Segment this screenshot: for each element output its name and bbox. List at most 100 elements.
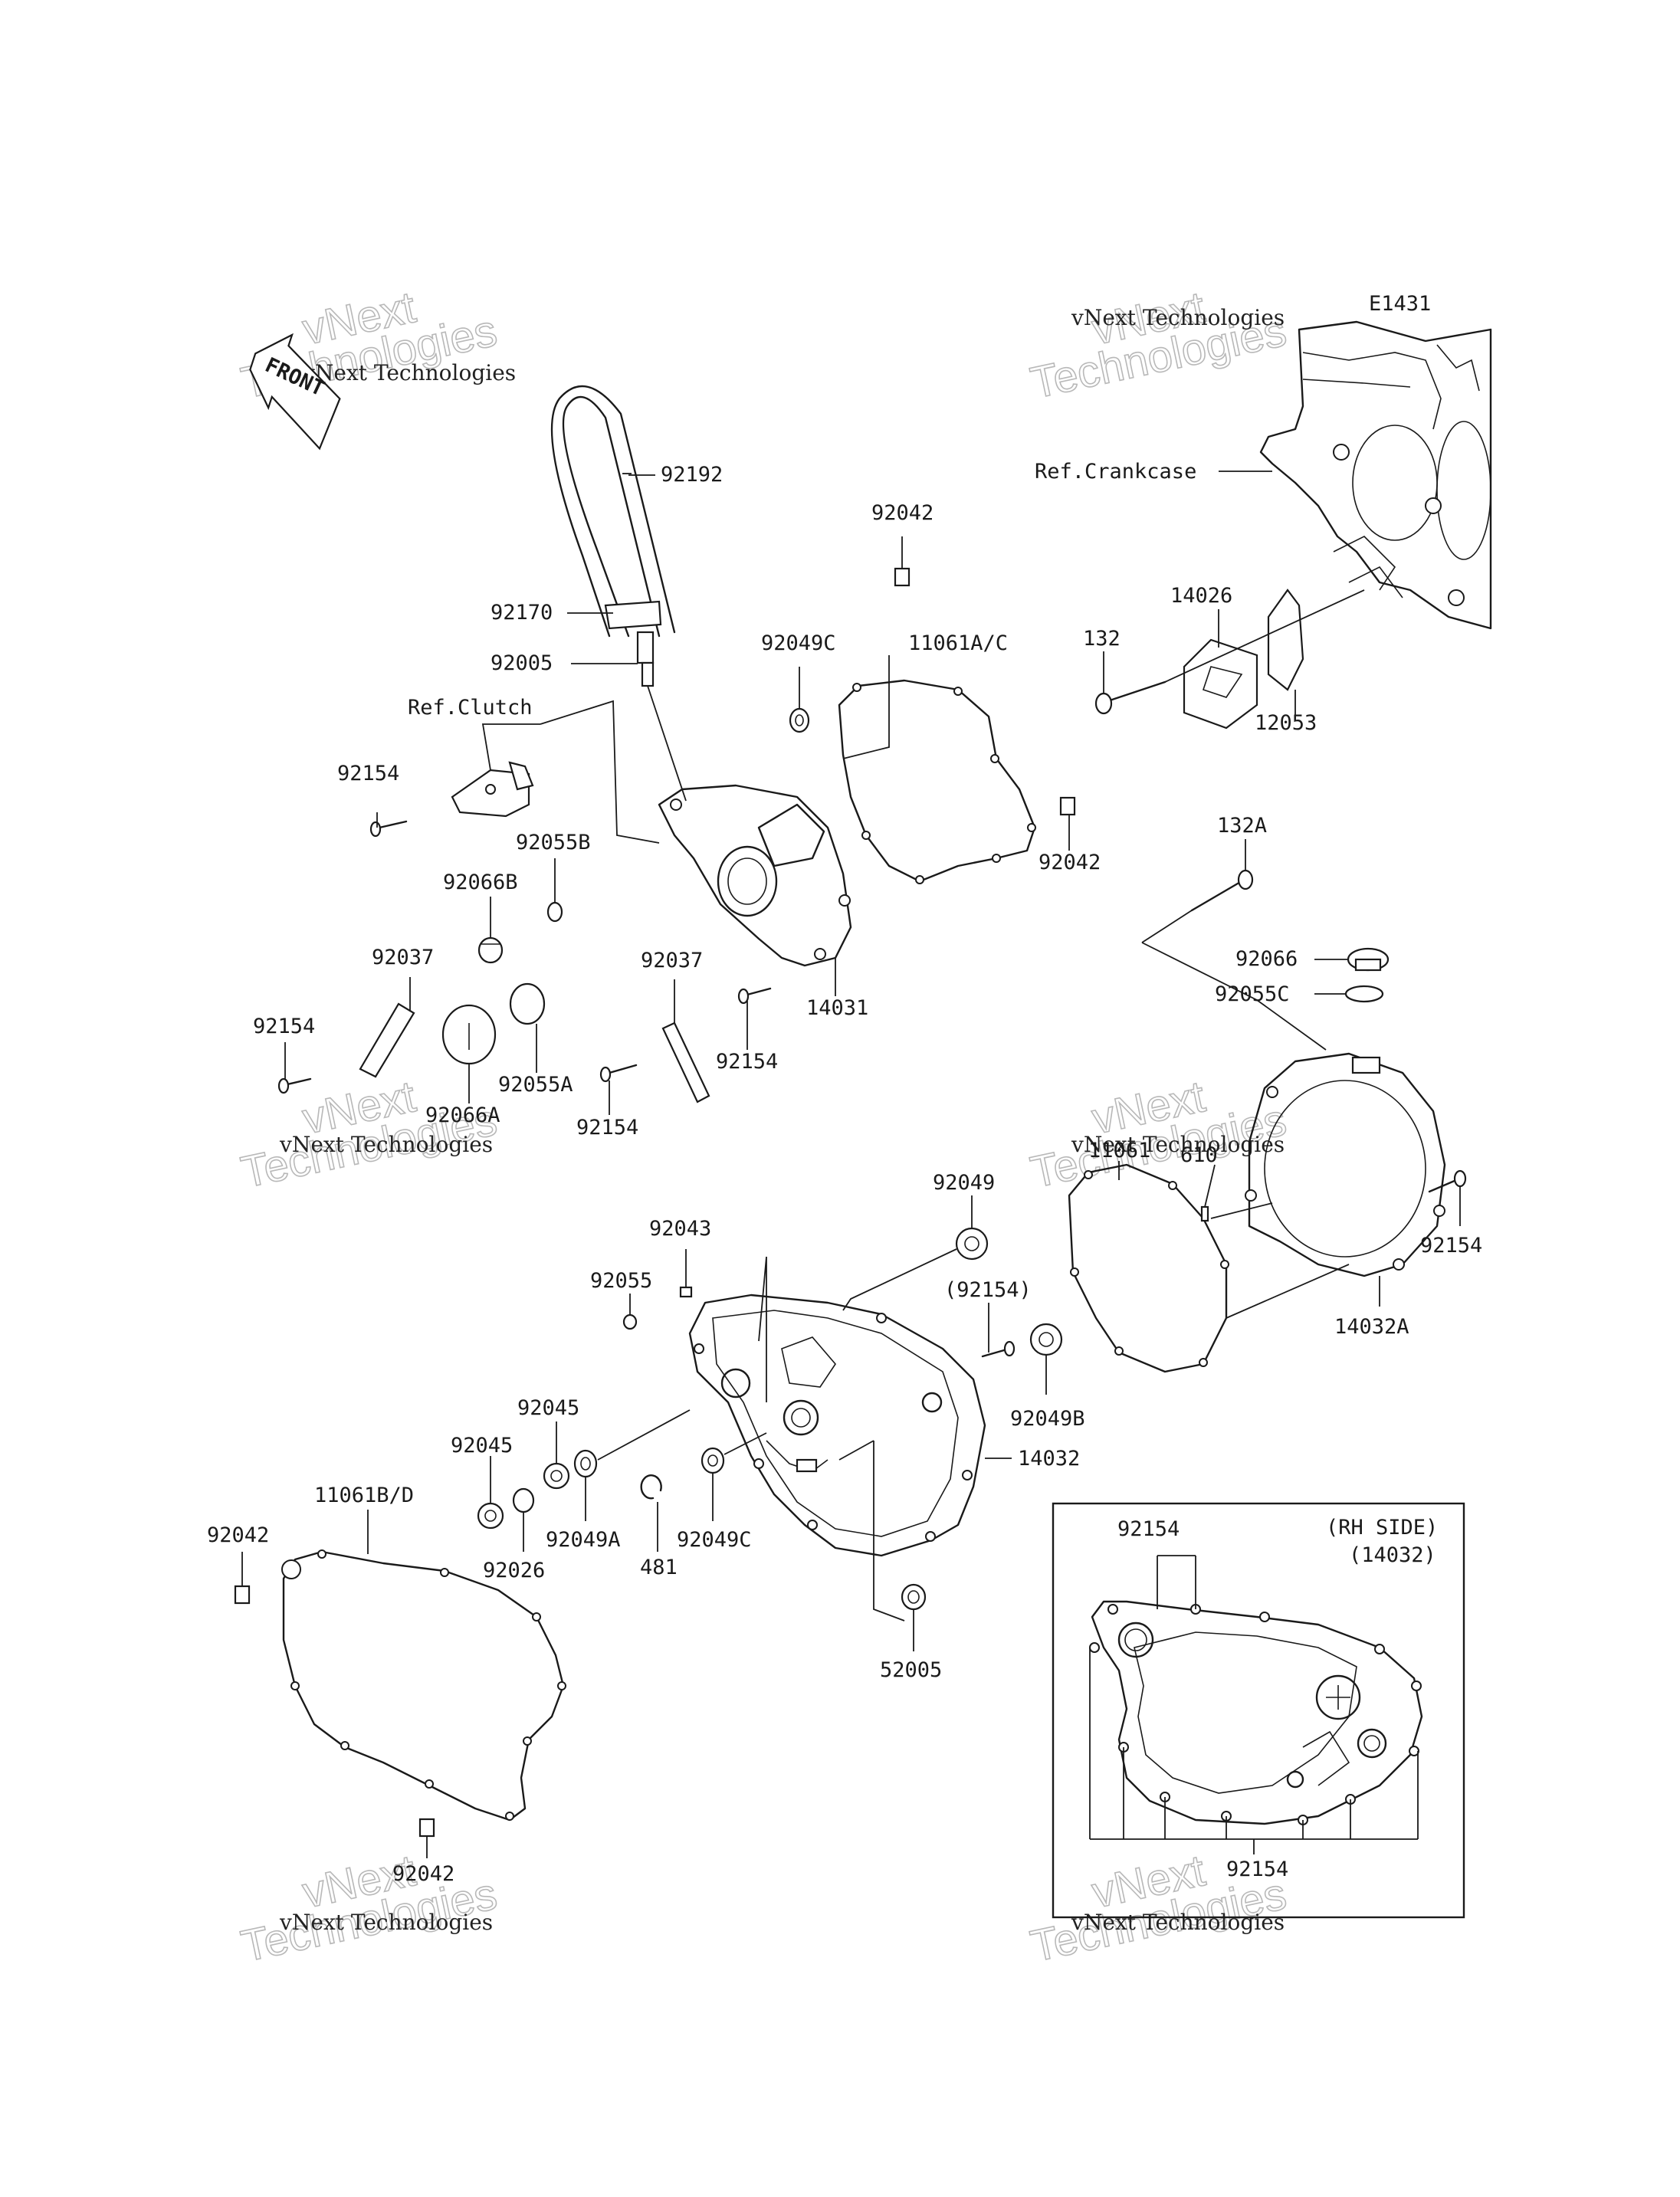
part-label: 14032A [1334, 1315, 1409, 1339]
part-label: 92005 [491, 651, 553, 675]
part-92055-oring-icon [622, 1313, 638, 1330]
part-label: 92026 [483, 1559, 545, 1582]
part-92042-dowel-icon [894, 567, 911, 587]
part-14031-magneto-cover-icon [658, 784, 852, 967]
part-92042-dowel-icon [418, 1818, 435, 1838]
part-92042-dowel-icon [1059, 796, 1076, 816]
inset-title: (RH SIDE) [1326, 1516, 1438, 1540]
part-labels: 92192 92170 92005 92042 92049C 11061A/C … [207, 463, 1482, 1886]
part-label: 92042 [871, 501, 934, 525]
gasket-holes [852, 683, 1036, 884]
part-label: 92066B [443, 871, 518, 894]
part-92043-pin-icon [679, 1286, 693, 1298]
inset-bottom-label: 92154 [1226, 1858, 1288, 1881]
part-label: 92049C [761, 631, 836, 655]
watermark-text: vNext Technologies [1071, 1910, 1285, 1935]
gasket-holes [281, 1549, 566, 1821]
part-label: 92154 [716, 1050, 778, 1074]
part-label: 92049 [933, 1171, 995, 1195]
part-label: 132A [1217, 814, 1267, 838]
part-label: 92154 [1420, 1234, 1482, 1258]
part-132a-bolt-icon [1190, 869, 1254, 912]
part-92005-fitting-icon [636, 631, 687, 802]
part-label: 92037 [641, 949, 703, 972]
bolt-icon [599, 1064, 638, 1083]
part-label: 92192 [661, 463, 723, 487]
part-610-pin-icon [1200, 1205, 1209, 1222]
part-label: 481 [640, 1556, 678, 1579]
part-92066b-plug-icon [477, 936, 504, 964]
part-label: (92154) [944, 1278, 1032, 1302]
part-label: 14026 [1170, 584, 1232, 608]
watermark-text: vNext Technologies [1071, 305, 1285, 330]
watermark-mid-left: vNext Technologies vNext Technologies [236, 1071, 501, 1199]
part-92037-pin-icon [359, 1002, 415, 1078]
part-92066a-plug-icon [441, 1004, 497, 1065]
part-label: 92045 [517, 1396, 579, 1420]
part-label: 11061 [1088, 1139, 1150, 1162]
ref-crankcase-callout: Ref.Crankcase [1035, 460, 1272, 484]
part-92066-plug-icon [1347, 947, 1390, 972]
part-92049a-seal-icon [573, 1449, 598, 1478]
part-92049c-seal-icon [701, 1447, 725, 1474]
bolt-icon [369, 820, 408, 838]
part-481-circlip-icon [640, 1474, 662, 1500]
part-label: 92042 [1039, 851, 1101, 874]
part-label: 92045 [451, 1434, 513, 1458]
part-label: 92037 [372, 946, 434, 969]
part-label: 92154 [576, 1116, 638, 1139]
part-92037-pin-icon [661, 1021, 710, 1103]
part-label: 92043 [649, 1217, 711, 1241]
part-14026-guide-icon [1183, 638, 1258, 730]
part-92026-collar-icon [512, 1487, 535, 1513]
part-132-bolt-icon [1094, 680, 1166, 715]
part-label: 92055B [516, 831, 591, 854]
watermark-text: vNext Technologies [279, 1910, 493, 1935]
bolt-icon [737, 987, 772, 1005]
part-92049-seal-icon [955, 1227, 989, 1261]
part-11061-gasket-icon [1068, 1163, 1228, 1373]
part-92055a-oring-icon [509, 982, 546, 1025]
leader-lines [241, 473, 1461, 1858]
part-92049c-seal-icon [789, 707, 810, 733]
part-label: 12053 [1255, 711, 1317, 735]
part-92045-bearing-icon [477, 1502, 504, 1530]
inset-rh-side: (RH SIDE) (14032) 92154 92154 [1052, 1502, 1465, 1919]
part-label: 92049C [677, 1528, 752, 1552]
part-92049b-seal-icon [1029, 1323, 1063, 1356]
crankcase-reference-icon [1259, 320, 1492, 630]
part-92042-dowel-icon [234, 1585, 251, 1605]
part-92192-hose-icon [550, 385, 676, 638]
ref-crankcase-label: Ref.Crankcase [1035, 460, 1196, 484]
part-label: 92042 [207, 1523, 269, 1547]
inset-top-label: 92154 [1117, 1517, 1180, 1541]
part-14032a-clutch-cover-icon [1245, 1052, 1446, 1277]
clutch-reference-icon [451, 761, 534, 818]
part-92045-bearing-icon [543, 1462, 570, 1490]
watermark-bottom-left: vNext Technologies vNext Technologies [236, 1845, 501, 1972]
part-label: 92066A [425, 1103, 500, 1127]
part-label: 92049B [1010, 1407, 1085, 1431]
part-label: 92066 [1235, 947, 1298, 971]
part-11061ac-gasket-icon [838, 679, 1036, 883]
part-52005-seal-icon [901, 1583, 927, 1611]
watermark-text: vNext Technologies [279, 1132, 493, 1157]
part-92055c-oring-icon [1344, 985, 1384, 1003]
diagram-code: E1431 [1369, 292, 1431, 316]
gasket-holes [1070, 1170, 1229, 1367]
part-label: 92154 [253, 1015, 315, 1038]
part-12053-plate-icon [1267, 589, 1304, 691]
part-label: 92055 [590, 1269, 652, 1293]
ref-clutch-label: Ref.Clutch [408, 696, 533, 720]
bolt-icon [277, 1077, 312, 1094]
bolt-icon [981, 1340, 1016, 1358]
part-label: 132 [1083, 627, 1121, 651]
part-label: 92055A [498, 1073, 573, 1097]
inset-subtitle: (14032) [1349, 1543, 1436, 1567]
part-label: 92154 [337, 762, 399, 785]
watermark-text: vNext Technologies [302, 360, 516, 385]
part-label: 92042 [392, 1862, 454, 1886]
part-label: 92170 [491, 601, 553, 625]
part-label: 14032 [1018, 1447, 1080, 1471]
